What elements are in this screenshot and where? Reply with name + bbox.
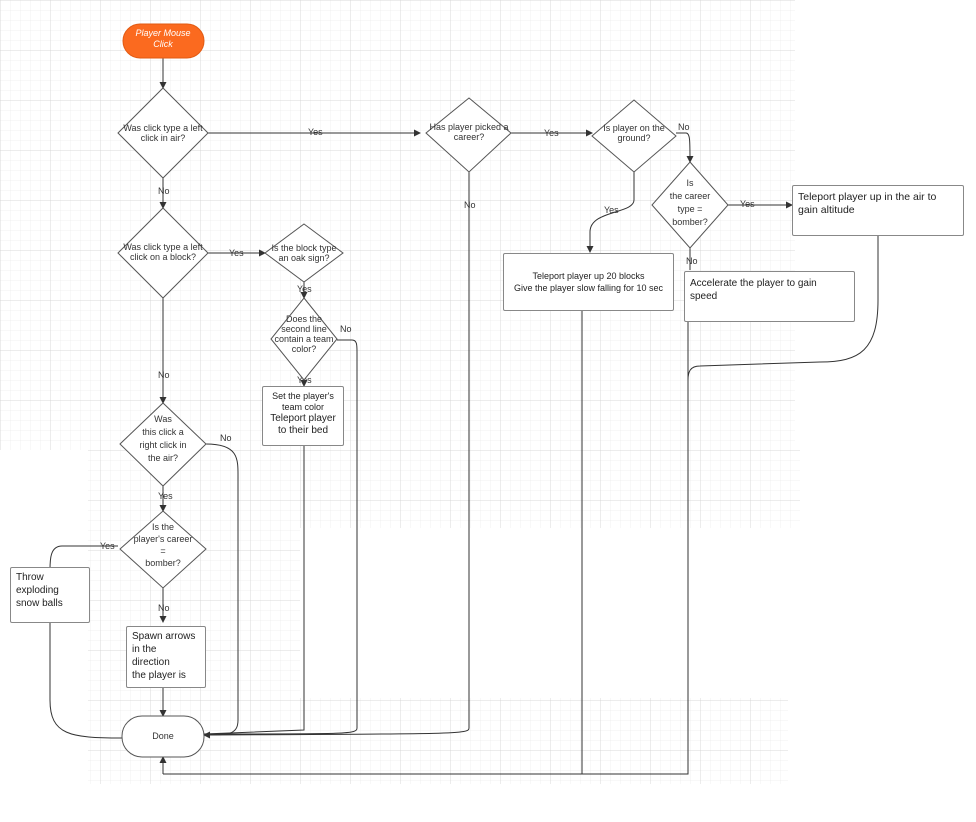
text-line: bomber?	[145, 558, 181, 568]
done-label: Done	[152, 731, 174, 741]
text-line: speed	[690, 291, 718, 302]
label-d2-no: No	[158, 370, 170, 380]
text-line: this click a	[142, 427, 184, 437]
action-accelerate-player-text: Accelerate the player to gain speed	[690, 277, 849, 303]
connectors	[49, 58, 879, 775]
text-line: gain altitude	[798, 204, 855, 216]
action-throw-snowballs: Throw exploding snow balls	[10, 567, 90, 623]
text-line: exploding	[16, 585, 59, 596]
text-line: Accelerate the player to gain	[690, 278, 817, 289]
text-line: bomber?	[672, 217, 708, 227]
text-line: the career	[670, 191, 711, 201]
done-node: Done	[121, 715, 205, 758]
text-line: Was click type a left	[123, 242, 203, 252]
text-line: ground?	[617, 133, 650, 143]
text-line: player's career	[134, 534, 193, 544]
text-line: second line	[281, 324, 327, 334]
text-line: an oak sign?	[278, 253, 329, 263]
text-line: Click	[153, 39, 173, 49]
label-d4-yes: Yes	[100, 541, 115, 551]
label-d9-yes: Yes	[740, 199, 755, 209]
grid-background	[0, 0, 800, 784]
text-line: Teleport player up in the air to	[798, 191, 937, 203]
label-d8-no: No	[678, 122, 690, 132]
text-line: Is the block type	[271, 243, 336, 253]
text-line: Set the player's	[272, 391, 334, 401]
decision-career-type-bomber-text: Is the career type = bomber?	[670, 178, 711, 227]
text-line: Teleport player	[270, 413, 336, 424]
label-d4-no: No	[158, 603, 170, 613]
label-d6-no: No	[340, 324, 352, 334]
text-line: snow balls	[16, 598, 63, 609]
decision-career-bomber: Is the player's career = bomber?	[119, 510, 207, 589]
text-line: contain a team	[274, 334, 333, 344]
label-d3-no: No	[220, 433, 232, 443]
label-d9-no: No	[686, 256, 698, 266]
text-line: Is	[686, 178, 694, 188]
text-line: Throw	[16, 572, 44, 583]
text-line: direction	[132, 657, 170, 668]
label-d8-yes: Yes	[604, 205, 619, 215]
text-line: Player Mouse	[135, 28, 190, 38]
text-line: career?	[454, 132, 485, 142]
text-line: in the	[132, 644, 157, 655]
text-line: Spawn arrows	[132, 631, 196, 642]
text-line: the player is	[132, 670, 186, 681]
label-d1-yes: Yes	[308, 127, 323, 137]
action-spawn-arrows: Spawn arrows in the direction the player is	[126, 626, 206, 688]
text-line: to their bed	[277, 425, 329, 436]
text-line: type =	[678, 204, 703, 214]
text-line: Teleport player up 20 blocks	[532, 271, 645, 281]
text-line: Does the	[286, 314, 322, 324]
decision-career-type-bomber: Is the career type = bomber?	[651, 161, 729, 249]
text-line: color?	[292, 344, 317, 354]
text-line: Is the	[152, 522, 174, 532]
text-line: Is player on the	[603, 123, 665, 133]
decision-career-bomber-text: Is the player's career = bomber?	[134, 522, 193, 568]
decision-right-click-air-text: Was this click a right click in the air?	[139, 414, 186, 463]
text-line: Has player picked a	[429, 122, 508, 132]
text-line: the air?	[148, 453, 178, 463]
text-line: click on a block?	[130, 252, 196, 262]
label-d1-no: No	[158, 186, 170, 196]
action-accelerate-player: Accelerate the player to gain speed	[684, 271, 855, 322]
text-line: Was	[154, 414, 172, 424]
text-line: team color	[281, 402, 325, 412]
text-line: =	[160, 546, 165, 556]
text-line: Give the player slow falling for 10 sec	[513, 283, 664, 293]
text-line: Was click type a left	[123, 123, 203, 133]
label-d3-yes: Yes	[158, 491, 173, 501]
text-line: click in air?	[141, 133, 186, 143]
action-spawn-arrows-text: Spawn arrows in the direction the player is	[132, 630, 200, 682]
text-line: right click in	[139, 440, 186, 450]
label-d2-yes: Yes	[229, 248, 244, 258]
label-d7-yes: Yes	[544, 128, 559, 138]
action-throw-snowballs-text: Throw exploding snow balls	[16, 571, 84, 610]
decision-right-click-air: Was this click a right click in the air?	[119, 402, 207, 487]
label-d5-yes: Yes	[297, 284, 312, 294]
label-d7-no: No	[464, 200, 476, 210]
